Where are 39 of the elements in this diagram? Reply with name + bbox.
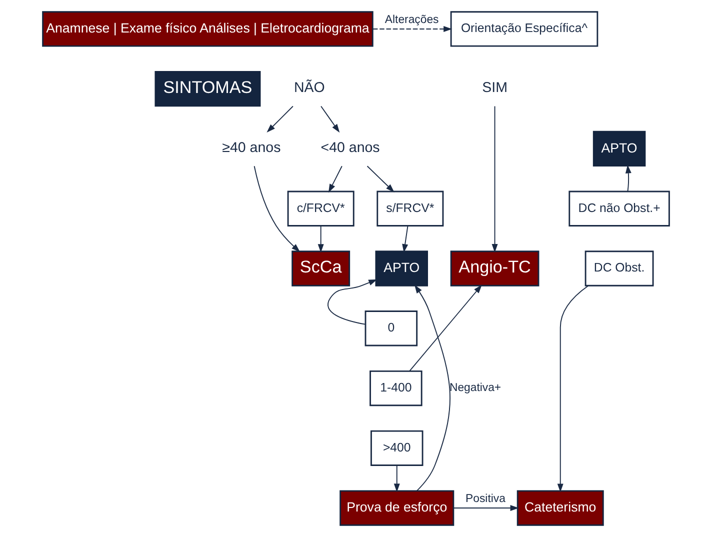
arrow (394, 465, 400, 492)
node-box: SINTOMAS (154, 71, 261, 107)
node-box: Angio-TC (450, 250, 540, 286)
node-box: Anamnese | Exame físico Análises | Eletrocardiograma (42, 11, 374, 47)
arrow (366, 166, 394, 192)
node-box: s/FRCV* (376, 190, 444, 226)
node-box: Orientação Específica^ (450, 11, 598, 47)
node-box: ScCa (292, 250, 350, 286)
node-text: <40 anos (320, 140, 380, 156)
node-box: DC não Obst.+ (568, 190, 670, 226)
edge-label: Positiva (466, 492, 506, 505)
arrow (492, 106, 498, 253)
arrow (266, 106, 294, 132)
arrow (414, 284, 450, 492)
node-box: c/FRCV* (287, 190, 354, 226)
arrow (372, 26, 452, 32)
arrow (409, 284, 482, 372)
node-box: Prova de esforço (340, 490, 454, 526)
arrow (557, 285, 589, 492)
arrow (254, 166, 300, 252)
node-box: 1-400 (370, 370, 422, 406)
node-box: >400 (370, 430, 424, 466)
arrow (402, 226, 408, 253)
arrow (320, 106, 340, 133)
arrow (625, 164, 632, 192)
node-text: ≥40 anos (222, 140, 281, 156)
edge-label: Alterações (384, 14, 439, 26)
arrow (453, 505, 519, 512)
node-text: NÃO (294, 80, 325, 96)
node-box: APTO (375, 250, 428, 286)
arrow (328, 166, 342, 193)
node-box: Cateterismo (516, 490, 604, 526)
node-text: SIM (482, 80, 508, 96)
node-box: DC Obst. (584, 250, 654, 286)
node-box: APTO (592, 130, 646, 167)
node-box: 0 (364, 310, 418, 346)
arrow (318, 226, 324, 253)
edge-label: Negativa+ (449, 382, 502, 394)
arrow (327, 279, 378, 325)
